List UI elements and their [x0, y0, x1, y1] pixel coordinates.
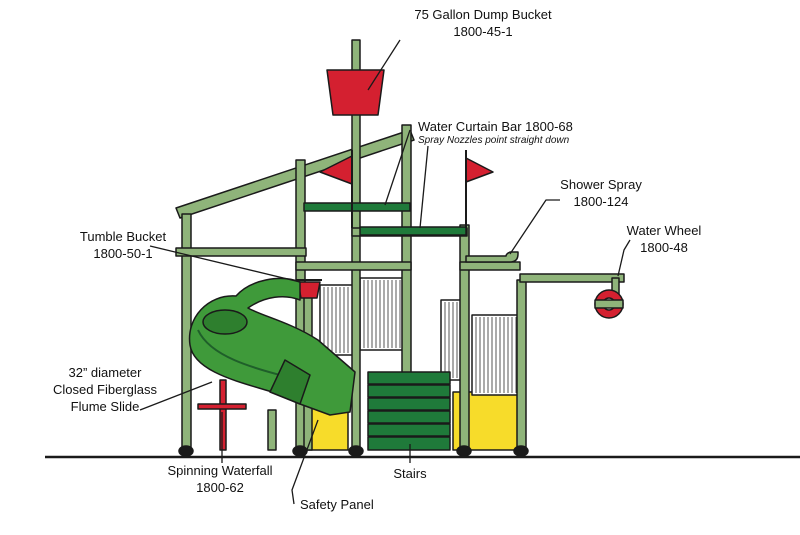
- tumble-bucket: [297, 281, 321, 299]
- leader-safety-panel: [291, 419, 319, 505]
- water-wheel-name: Water Wheel: [626, 223, 702, 238]
- tumble-bucket-code: 1800-50-1: [93, 246, 153, 261]
- leader-water-wheel: [617, 239, 631, 277]
- label-spinning-waterfall: Spinning Waterfall 1800-62: [140, 462, 300, 496]
- dump-bucket-code: 1800-45-1: [453, 24, 513, 39]
- label-dump-bucket: 75 Gallon Dump Bucket 1800-45-1: [398, 6, 568, 40]
- water-curtain-name: Water Curtain Bar 1800-68: [418, 119, 573, 134]
- slide-line3: Flume Slide: [70, 399, 140, 414]
- spinning-waterfall: [197, 379, 247, 451]
- railing-bars: [323, 280, 517, 393]
- slide-line2: Closed Fiberglass: [52, 382, 158, 397]
- label-shower-spray: Shower Spray 1800-124: [546, 176, 656, 210]
- shower-spray-code: 1800-124: [573, 194, 629, 209]
- safety-panel-name: Safety Panel: [300, 497, 374, 512]
- dump-bucket-name: 75 Gallon Dump Bucket: [414, 7, 552, 22]
- water-curtain-bars: [303, 202, 467, 236]
- leader-dump-bucket: [367, 39, 401, 91]
- label-stairs: Stairs: [370, 465, 450, 482]
- dump-bucket: [326, 69, 385, 116]
- shower-spray-pipe: [465, 251, 519, 263]
- tumble-bucket-name: Tumble Bucket: [79, 229, 167, 244]
- flume-slide: [188, 277, 356, 416]
- leader-shower-spray: [509, 199, 560, 255]
- leader-tumble-bucket: [149, 245, 301, 283]
- spinning-waterfall-code: 1800-62: [196, 480, 244, 495]
- leader-slide: [139, 381, 213, 411]
- water-wheel-code: 1800-48: [640, 240, 688, 255]
- flags: [319, 155, 494, 185]
- leader-water-curtain-2: [419, 145, 429, 229]
- stairs: [367, 371, 451, 451]
- label-tumble-bucket: Tumble Bucket 1800-50-1: [68, 228, 178, 262]
- label-safety-panel: Safety Panel: [300, 496, 400, 513]
- stairs-name: Stairs: [393, 466, 427, 481]
- water-curtain-note: Spray Nozzles point straight down: [418, 135, 570, 146]
- label-water-wheel: Water Wheel 1800-48: [614, 222, 714, 256]
- leader-water-curtain: [384, 129, 411, 206]
- spinning-waterfall-name: Spinning Waterfall: [167, 463, 273, 478]
- shower-spray-name: Shower Spray: [560, 177, 642, 192]
- label-slide: 32” diameter Closed Fiberglass Flume Sli…: [40, 364, 170, 415]
- callout-lines: [139, 39, 631, 505]
- slide-line1: 32” diameter: [68, 365, 142, 380]
- label-water-curtain: Water Curtain Bar 1800-68 Spray Nozzles …: [418, 118, 608, 147]
- frame-bars: [175, 227, 625, 283]
